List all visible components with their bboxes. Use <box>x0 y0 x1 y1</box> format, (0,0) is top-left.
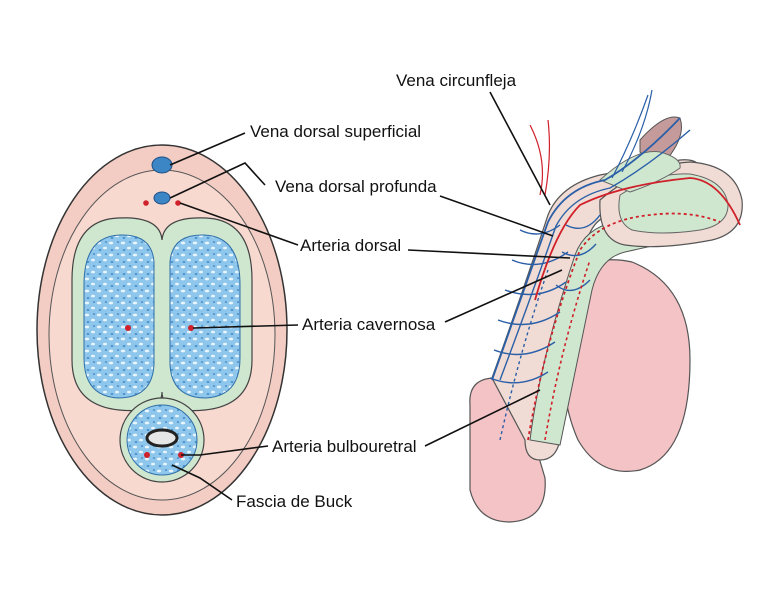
lateral-view <box>469 89 743 523</box>
dorsal-artery-line <box>534 177 741 301</box>
cavernous-artery-line <box>527 212 721 441</box>
urethra <box>145 428 179 448</box>
label-vena-dorsal-profunda: Vena dorsal profunda <box>275 177 437 196</box>
dorsal-artery-left <box>143 200 149 206</box>
bulbourethral-artery-line <box>544 259 591 441</box>
deep-dorsal-vein <box>153 191 171 205</box>
scrotum-right <box>559 259 691 472</box>
labels: Vena circunfleja Vena dorsal superficial… <box>236 71 517 511</box>
glans-inner <box>618 173 729 234</box>
leader-lines <box>169 91 571 501</box>
cavernous-artery-left <box>125 325 131 331</box>
label-arteria-dorsal: Arteria dorsal <box>300 236 401 255</box>
artery-top-branch <box>529 119 551 196</box>
superficial-dorsal-vein <box>151 156 173 174</box>
label-arteria-bulbouretral: Arteria bulbouretral <box>272 437 417 456</box>
cross-section <box>36 144 288 516</box>
corpus-cavernosum-left <box>83 234 155 399</box>
vein-top-branch <box>611 89 653 179</box>
dorsal-vein-line-2 <box>499 129 691 381</box>
label-fascia-de-buck: Fascia de Buck <box>236 492 353 511</box>
bulbourethral-artery-left <box>144 452 150 458</box>
corpus-cavernosum-right <box>169 234 241 399</box>
label-vena-dorsal-superficial: Vena dorsal superficial <box>250 122 421 141</box>
dorsal-artery-right <box>175 200 181 206</box>
cavernous-artery-right <box>188 325 194 331</box>
deep-vein-dotted <box>499 269 549 441</box>
dorsal-vein-line <box>491 117 681 381</box>
scrotum-left <box>469 377 546 523</box>
label-arteria-cavernosa: Arteria cavernosa <box>302 315 436 334</box>
label-vena-circunfleja: Vena circunfleja <box>396 71 517 90</box>
